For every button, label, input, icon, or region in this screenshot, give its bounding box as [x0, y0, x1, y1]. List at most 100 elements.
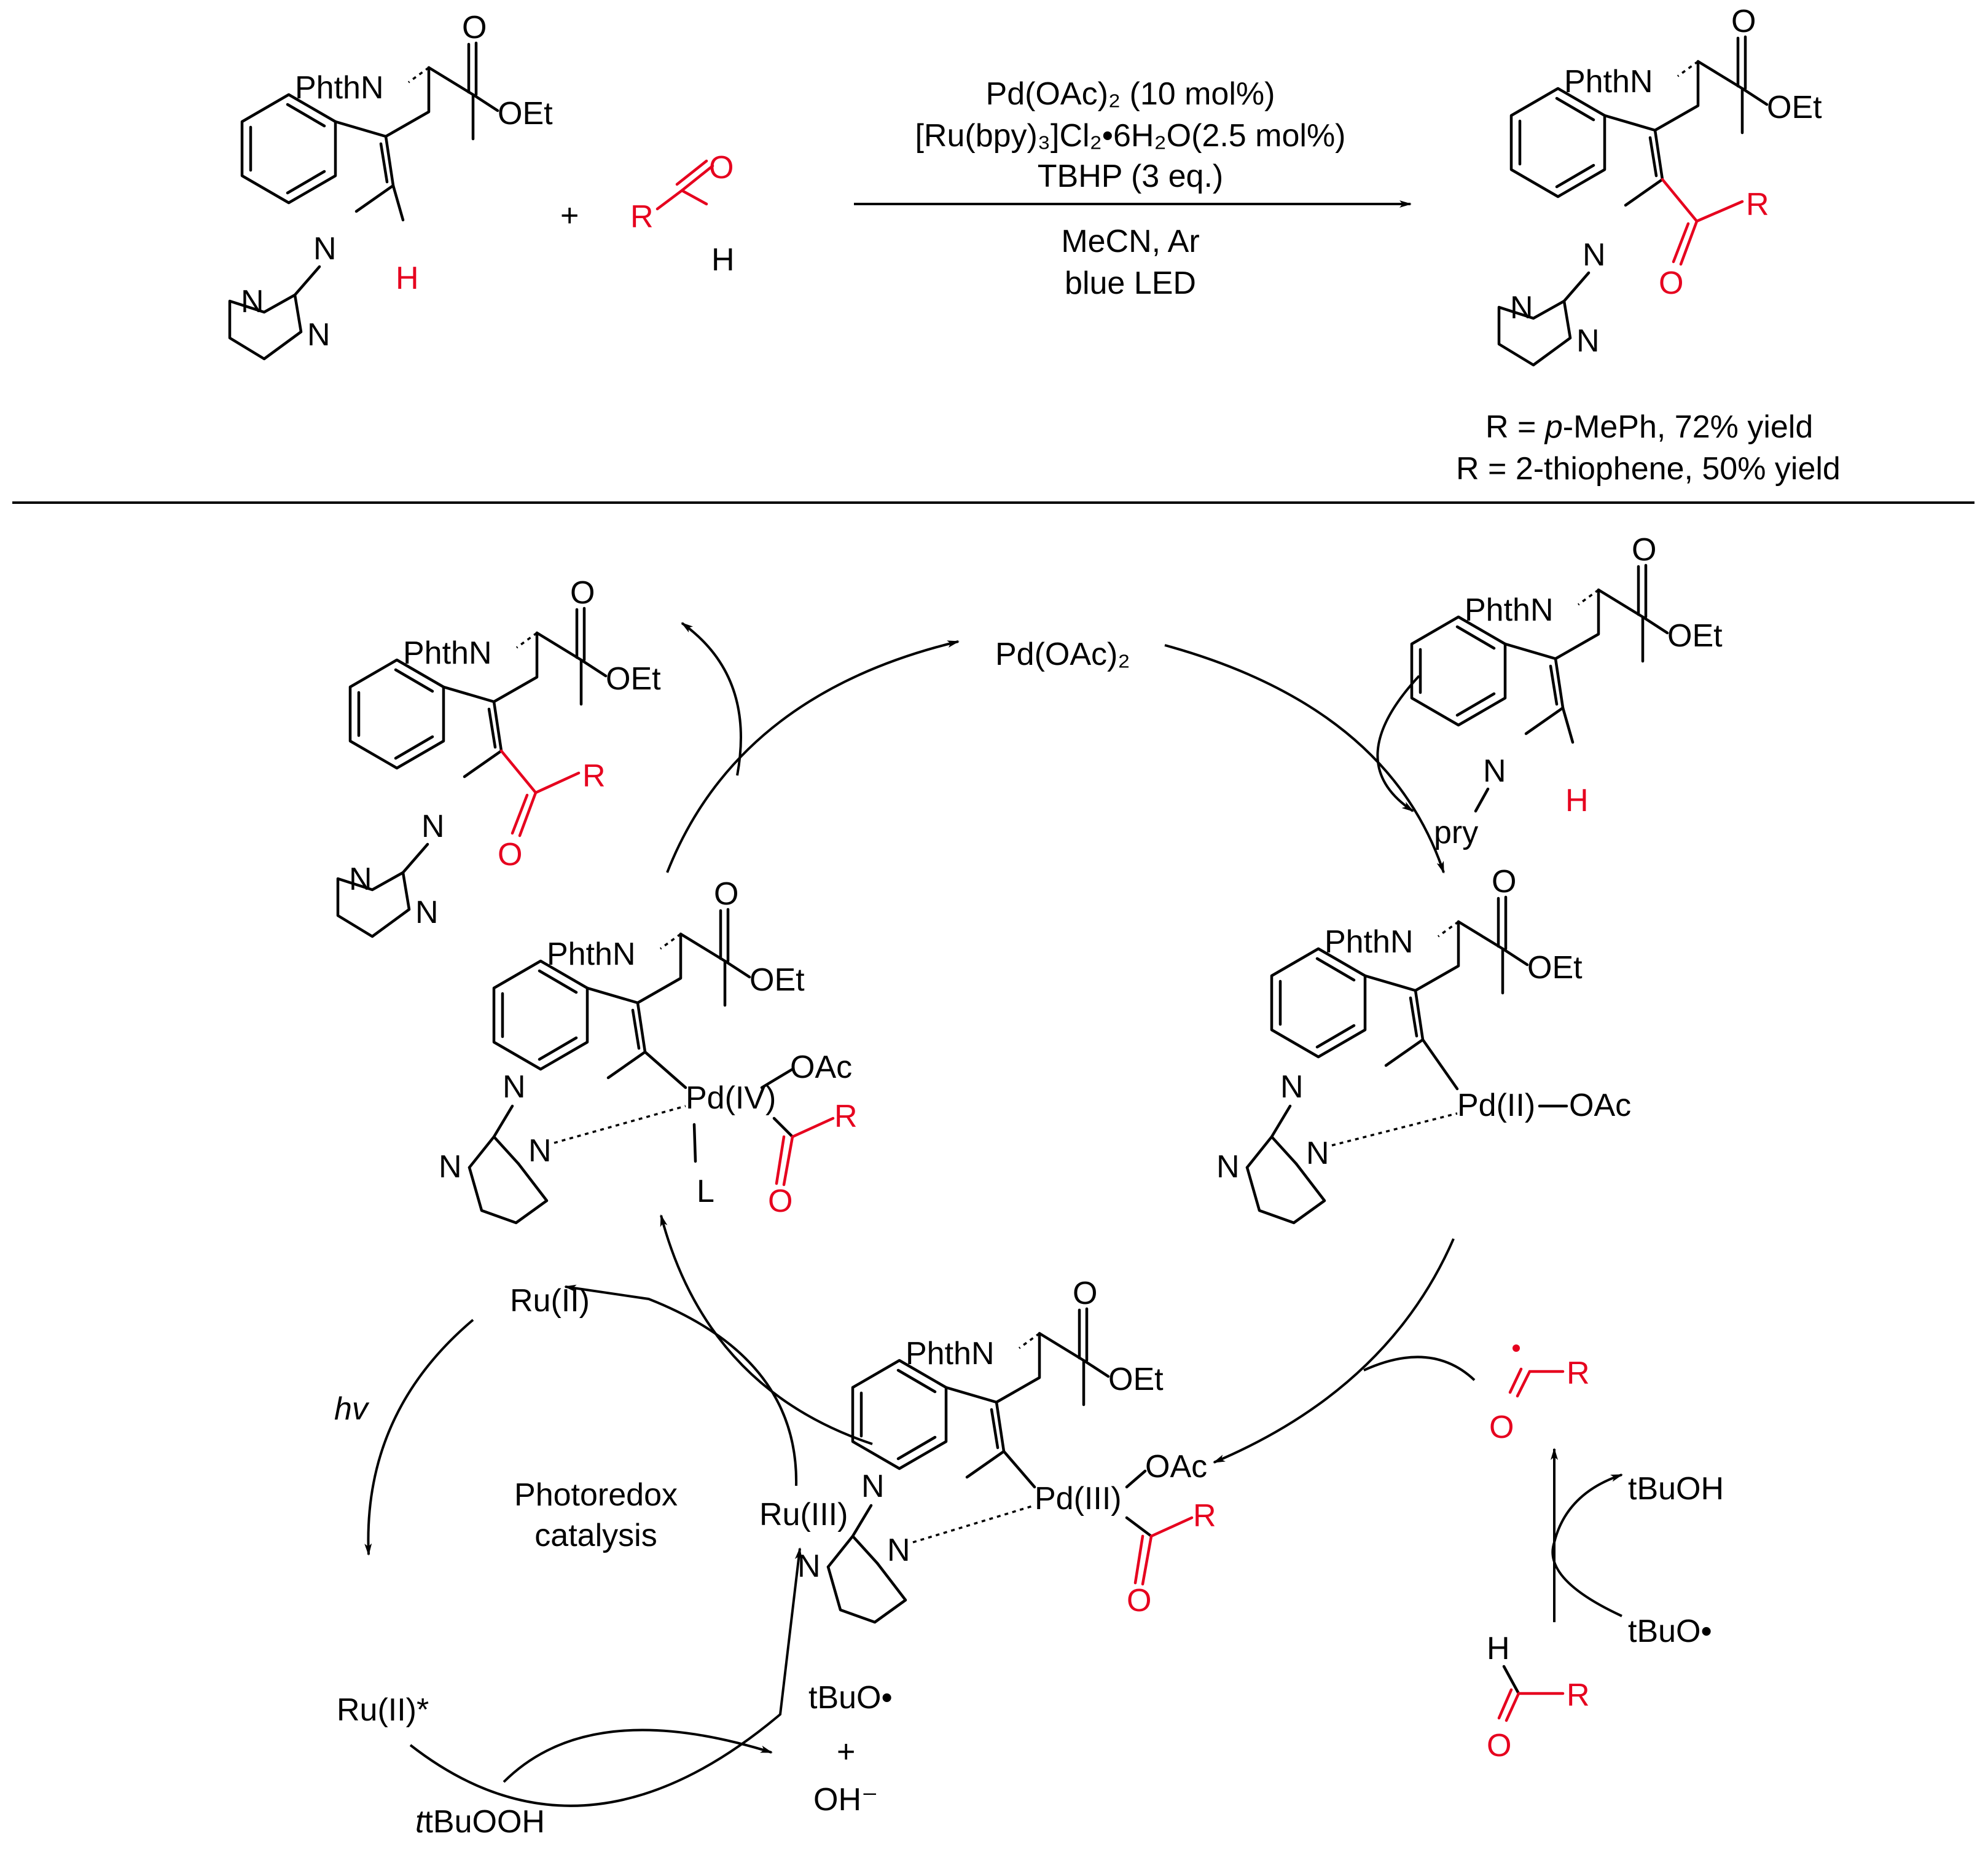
ligand-l-label: L [697, 1174, 714, 1209]
ru-iii-label: Ru(III) [759, 1497, 848, 1532]
acyl-o-label: O [1659, 265, 1683, 301]
photoredox-label-1: Photoredox [514, 1477, 678, 1513]
carbonyl-o-label: O [570, 575, 595, 611]
radical-r-label: R [1567, 1356, 1590, 1391]
oac-label: OAc [1145, 1449, 1207, 1485]
condition-light: blue LED [1065, 265, 1196, 301]
pd-ii-label: Pd(II) [1457, 1088, 1535, 1123]
tbuo-radical-label: tBuO• [808, 1680, 893, 1716]
aldehyde-h-label: H [711, 242, 735, 278]
phthn-label: PhthN [906, 1336, 995, 1371]
pd-iii-label: Pd(III) [1035, 1481, 1122, 1517]
carbonyl-o-label: O [462, 10, 487, 45]
phthn-label: PhthN [1325, 924, 1414, 960]
acyl-r-label: R [1746, 187, 1769, 222]
oac-label: OAc [790, 1050, 852, 1085]
aldehyde-reagent: R O H [630, 150, 735, 278]
indole-n-label: N [421, 809, 445, 844]
oet-label: OEt [1667, 618, 1723, 654]
plus-label: + [837, 1734, 855, 1770]
aldehyde-cycle: H R O [1487, 1631, 1590, 1764]
arrow-release-product [681, 622, 742, 776]
arrow-pdoac2-to-pdii [1164, 644, 1445, 874]
yield-thiophene: R = 2-thiophene, 50% yield [1456, 451, 1841, 487]
carbonyl-o-label: O [1731, 4, 1756, 39]
acyl-r-label: R [582, 758, 606, 794]
arrow-ruiistar-to-ruiii [409, 1547, 802, 1807]
indole-n-label: N [1280, 1069, 1304, 1105]
hv-label: hv [334, 1391, 370, 1427]
indole-n-label: N [1583, 237, 1606, 273]
aldehyde-o-label: O [709, 150, 734, 186]
arrow-tbuooh-reduction [503, 1728, 773, 1783]
aldehyde-r-label: R [1567, 1677, 1590, 1713]
pd-oac2-label: Pd(OAc)₂ [995, 637, 1130, 672]
cycle-product: PhthN O OEt N R O N N [336, 575, 661, 938]
pyrimidine-n2-label: N [307, 317, 331, 353]
radical-dot [1513, 1344, 1520, 1352]
acyl-r-label: R [1193, 1498, 1216, 1534]
product-acylindole: PhthN O OEt N R O N N [1497, 4, 1822, 367]
condition-solvent: MeCN, Ar [1061, 224, 1199, 259]
acyl-o-label: O [1127, 1583, 1151, 1619]
condition-catalyst: Pd(OAc)₂ (10 mol%) [986, 76, 1275, 112]
phthn-label: PhthN [1465, 592, 1554, 628]
pyrimidine-n2-label: N [1576, 323, 1600, 359]
acyl-r-label: R [834, 1099, 858, 1134]
pyrimidine-n1-label: N [797, 1548, 821, 1584]
indole-n-label: N [861, 1469, 885, 1504]
cycle-substrate: PhthN O OEt N H pry [1412, 532, 1723, 850]
arrow-ruiii-to-ruii [564, 1284, 798, 1486]
phthn-label: PhthN [403, 635, 492, 671]
carbonyl-o-label: O [1073, 1276, 1097, 1311]
oet-label: OEt [498, 96, 553, 131]
pyrimidine-n2-label: N [528, 1133, 552, 1169]
pyrimidine-n1-label: N [1510, 290, 1533, 326]
radical-o-label: O [1489, 1410, 1514, 1445]
pyrimidine-n1-label: N [349, 861, 372, 897]
arrow-pdiii-to-pdiv [660, 1214, 873, 1445]
oac-label: OAc [1569, 1088, 1631, 1123]
pyrimidine-n1-label: N [439, 1149, 462, 1185]
yield-pmeph: R = p-MePh, 72% yield [1485, 409, 1813, 445]
c2-h-label: H [396, 261, 419, 296]
condition-oxidant: TBHP (3 eq.) [1038, 159, 1223, 194]
photoredox-label-2: catalysis [534, 1518, 657, 1553]
substrate-tryptophan: PhthN O OEt N H N N [228, 10, 553, 361]
arrow-excitation [364, 1319, 474, 1556]
oet-label: OEt [1527, 950, 1583, 986]
arrow-pdiv-to-pdoac2 [666, 640, 960, 873]
pyrimidine-n2-label: N [415, 895, 439, 930]
arrow-radical-in [1363, 1356, 1476, 1381]
tbuooh-label: ttBuOOH [415, 1804, 545, 1840]
c2-h-label: H [1565, 783, 1589, 818]
indole-n-label: N [503, 1069, 526, 1105]
aldehyde-o-label: O [1487, 1728, 1511, 1764]
arrow-tbuo-to-tbuoh [1551, 1473, 1623, 1617]
carbonyl-o-label: O [714, 876, 738, 912]
phthn-label: PhthN [295, 70, 384, 106]
plus-sign: + [560, 198, 579, 233]
ru-ii-star-label: Ru(II)* [337, 1692, 429, 1728]
carbonyl-o-label: O [1632, 532, 1656, 568]
acyl-radical: R O [1489, 1344, 1590, 1445]
phthn-label: PhthN [547, 936, 636, 972]
pyrimidine-n1-label: N [241, 284, 264, 320]
carbonyl-o-label: O [1492, 864, 1516, 900]
oet-label: OEt [1108, 1362, 1164, 1397]
aldehyde-h-label: H [1487, 1631, 1510, 1666]
pyrimidine-n2-label: N [1306, 1136, 1329, 1171]
acyl-o-label: O [768, 1183, 792, 1219]
pry-label: pry [1434, 815, 1478, 850]
pd-ii-intermediate: PhthN O OEt N Pd(II) OAc N N [1216, 864, 1631, 1225]
pyrimidine-n1-label: N [1216, 1149, 1240, 1185]
tbuo-radical-2-label: tBuO• [1628, 1614, 1712, 1649]
oet-label: OEt [749, 962, 805, 998]
indole-n-label: N [313, 231, 337, 267]
condition-photocatalyst: [Ru(bpy)₃]Cl₂•6H₂O(2.5 mol%) [915, 118, 1345, 154]
tbuoh-label: tBuOH [1628, 1471, 1724, 1507]
indole-n-label: N [1483, 753, 1506, 789]
oh-minus-label: OH⁻ [813, 1782, 878, 1818]
phthn-label: PhthN [1564, 64, 1653, 100]
